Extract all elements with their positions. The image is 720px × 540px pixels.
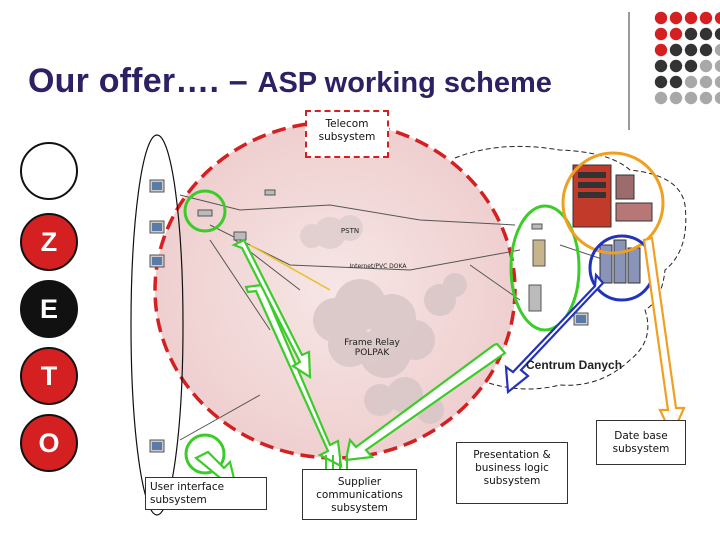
decorative-dot — [684, 75, 698, 89]
telecom-subsystem-label: Telecom subsystem — [305, 110, 389, 158]
decorative-dot — [669, 91, 683, 105]
network-cloud — [155, 122, 515, 458]
decorative-dot — [669, 27, 683, 41]
decorative-dot — [669, 11, 683, 25]
pstn-label: PSTN — [340, 227, 360, 235]
decorative-dot — [654, 43, 668, 57]
decorative-dot — [699, 11, 713, 25]
decorative-dot — [669, 75, 683, 89]
presentation-arrow — [504, 272, 605, 395]
decorative-dot — [684, 59, 698, 73]
title-sub: ASP working scheme — [257, 67, 552, 99]
letter-z-circle: Z — [20, 213, 78, 271]
pstn-cloud — [300, 215, 363, 249]
decorative-dot — [684, 27, 698, 41]
decorative-dot — [684, 11, 698, 25]
dial-link — [249, 244, 331, 291]
decorative-dot — [714, 75, 720, 89]
centrum-label: Centrum Danych — [526, 358, 623, 372]
decorative-dot — [654, 27, 668, 41]
user-terminals — [149, 179, 589, 453]
decorative-dot — [654, 91, 668, 105]
decorative-dot — [714, 91, 720, 105]
decorative-dot — [714, 43, 720, 57]
presentation-subsystem-label: Presentation & business logic subsystem — [456, 442, 568, 504]
server-cabinets — [572, 164, 653, 284]
frame-relay-cloud — [313, 273, 467, 424]
blank-circle — [20, 142, 78, 200]
letter-e-circle: E — [20, 280, 78, 338]
internet-label: Internet/PVC DOKA — [349, 263, 407, 270]
supplier-equipment — [325, 455, 348, 470]
title-main: Our offer…. – — [28, 62, 258, 100]
decorative-dot — [714, 11, 720, 25]
user-area-ellipse — [130, 134, 184, 516]
decorative-dot-grid — [654, 11, 720, 105]
green-highlights — [183, 189, 581, 475]
decorative-dot — [699, 27, 713, 41]
user-interface-subsystem-label: User interface subsystem — [145, 477, 267, 510]
decorative-dot — [669, 59, 683, 73]
decorative-dot — [699, 91, 713, 105]
decorative-dot — [654, 75, 668, 89]
title-divider — [628, 12, 630, 130]
supplier-subsystem-label: Supplier communications subsystem — [302, 469, 417, 520]
decorative-dot — [684, 43, 698, 57]
decorative-dot — [699, 43, 713, 57]
decorative-dot — [699, 59, 713, 73]
decorative-dot — [654, 59, 668, 73]
frame-relay-label: Frame Relay POLPAK — [344, 338, 400, 358]
database-arrow — [642, 236, 686, 438]
slide-title: Our offer…. – ASP working scheme — [28, 62, 552, 101]
decorative-dot — [699, 75, 713, 89]
database-highlight — [561, 151, 665, 255]
letter-o-circle: O — [20, 414, 78, 472]
decorative-dot — [714, 59, 720, 73]
decorative-dot — [684, 91, 698, 105]
decorative-dot — [714, 27, 720, 41]
database-subsystem-label: Date base subsystem — [596, 420, 686, 465]
decorative-dot — [669, 43, 683, 57]
letter-t-circle: T — [20, 347, 78, 405]
network-boundary-outline — [454, 145, 687, 390]
decorative-dot — [654, 11, 668, 25]
